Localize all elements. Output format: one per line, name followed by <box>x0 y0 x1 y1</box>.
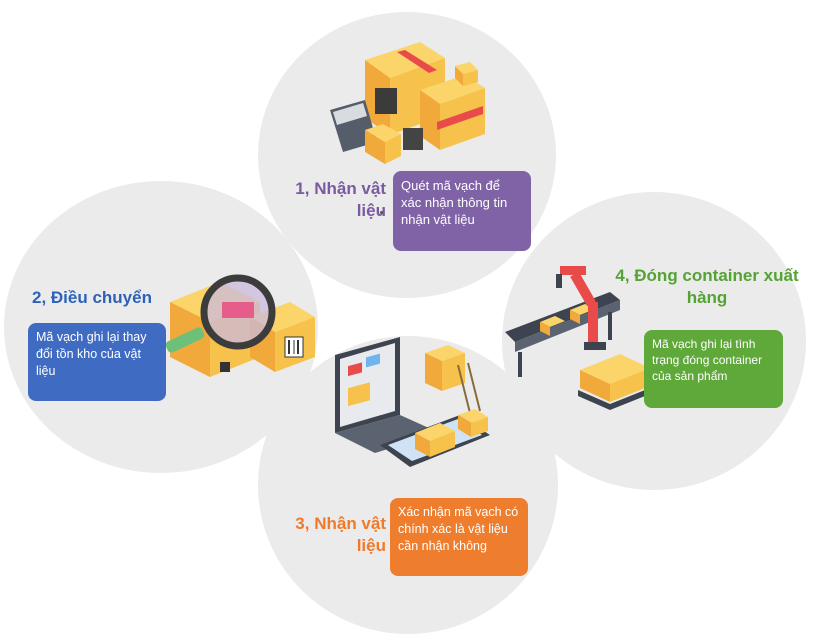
magnifier-boxes-icon <box>165 274 315 377</box>
step-3-circle <box>258 336 558 634</box>
step-3-title: 3, Nhận vật liệu <box>295 514 386 555</box>
step-2-description: Mã vạch ghi lại thay đổi tồn kho của vật… <box>28 323 166 401</box>
barcode-scanner-boxes-icon <box>330 42 485 164</box>
step-4-title: 4, Đóng container xuất hàng <box>615 266 799 307</box>
step-4-description: Mã vạch ghi lại tình trạng đóng containe… <box>644 330 783 408</box>
robot-arm-conveyor-icon <box>505 266 650 410</box>
step-1-description: Quét mã vạch để xác nhận thông tin nhận … <box>393 171 531 251</box>
bullet-dot <box>380 211 383 214</box>
step-3-description: Xác nhận mã vạch có chính xác là vật liệ… <box>390 498 528 576</box>
step-1-title: 1, Nhận vật liệu <box>295 179 386 220</box>
laptop-tablet-boxes-icon <box>335 337 490 467</box>
step-2-title: 2, Điều chuyển <box>32 288 152 307</box>
